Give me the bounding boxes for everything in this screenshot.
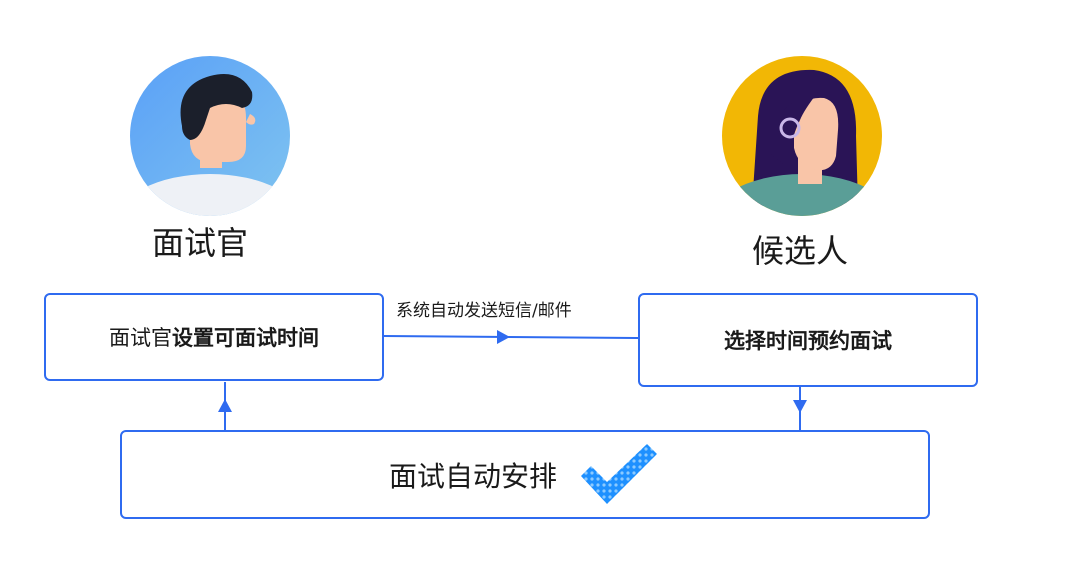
flow-line-left-to-right	[383, 335, 641, 339]
arrow-head-up	[218, 399, 232, 412]
book-interview-box: 选择时间预约面试	[638, 293, 978, 387]
woman-avatar-icon	[722, 56, 882, 216]
man-avatar-icon	[130, 56, 290, 216]
candidate-label: 候选人	[751, 232, 848, 270]
interviewer-label: 面试官	[151, 224, 248, 262]
set-availability-prefix: 面试官	[109, 326, 172, 350]
checkmark-icon	[581, 443, 657, 504]
auto-schedule-box: 面试自动安排	[120, 430, 930, 519]
auto-notify-label: 系统自动发送短信/邮件	[396, 301, 572, 321]
arrow-head-down	[793, 400, 807, 413]
set-availability-box: 面试官设置可面试时间	[44, 293, 384, 381]
arrow-head-right	[497, 330, 510, 344]
book-interview-text: 选择时间预约面试	[724, 325, 892, 355]
book-interview-emphasis: 选择时间预约面试	[724, 329, 892, 353]
auto-schedule-text: 面试自动安排	[388, 459, 557, 493]
set-availability-emphasis: 设置可面试时间	[172, 326, 319, 350]
set-availability-text: 面试官设置可面试时间	[109, 322, 319, 352]
